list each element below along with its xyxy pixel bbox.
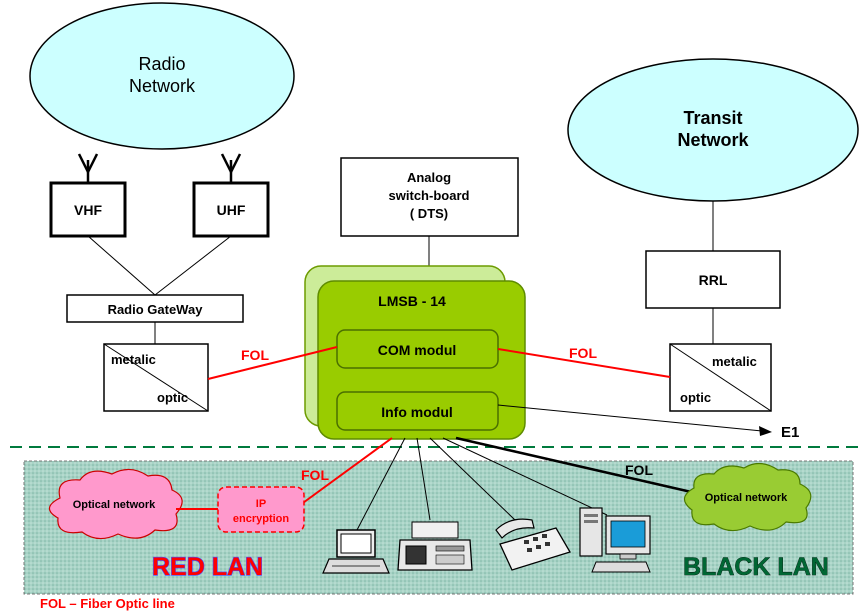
fol-link-right [497, 348, 671, 378]
switchboard-label-2: switch-board [389, 188, 470, 203]
vhf-gateway-link [87, 235, 156, 296]
right-converter-bottom-label: optic [680, 390, 711, 405]
right-converter: metalic optic [669, 343, 772, 412]
uhf-gateway-link [154, 235, 232, 296]
fol-link-left [207, 346, 338, 380]
uhf-box: UHF [192, 181, 270, 238]
rrl-box: RRL [645, 250, 781, 309]
fol-red-lan-label: FOL [301, 467, 329, 483]
lmsb-14-device: LMSB - 14 COM modul Info modul [304, 265, 526, 440]
info-module-box [336, 391, 499, 431]
ip-encryption-label-2: encryption [233, 513, 290, 525]
laptop-icon [322, 529, 390, 574]
fol-black-lan-label: FOL [625, 462, 653, 478]
optical-network-right-cloud: Optical network [683, 462, 812, 532]
ip-encryption-box: IP encryption [217, 486, 305, 533]
transit-network-label-2: Network [677, 130, 749, 150]
transit-network-cloud: Transit Network [567, 58, 859, 202]
fol-legend: FOL – Fiber Optic line [40, 596, 175, 611]
desktop-computer-icon [579, 507, 651, 573]
optical-network-left-cloud: Optical network [48, 468, 183, 540]
radio-network-label-1: Radio [138, 54, 185, 74]
optical-network-left-label: Optical network [73, 499, 156, 511]
ip-encryption-label-1: IP [256, 498, 266, 510]
fax-machine-icon [397, 521, 473, 571]
radio-gateway-label: Radio GateWay [108, 302, 204, 317]
com-module-label: COM modul [378, 342, 457, 358]
vhf-label: VHF [74, 202, 102, 218]
red-lan-label: RED LAN [152, 553, 263, 581]
fol-right-label: FOL [569, 345, 597, 361]
black-lan-label: BLACK LAN [683, 553, 829, 581]
optical-network-right-label: Optical network [705, 492, 788, 504]
lan-device-links [356, 437, 608, 531]
lmsb-title: LMSB - 14 [378, 293, 446, 309]
left-converter-top-label: metalic [111, 352, 156, 367]
fol-left-label: FOL [241, 347, 269, 363]
switchboard-label-1: Analog [407, 170, 451, 185]
left-converter-bottom-label: optic [157, 390, 188, 405]
rrl-label: RRL [699, 272, 728, 288]
info-module-label: Info modul [381, 404, 453, 420]
radio-network-label-2: Network [129, 76, 196, 96]
left-converter: metalic optic [103, 343, 209, 412]
e1-label: E1 [781, 424, 799, 441]
radio-gateway-box: Radio GateWay [66, 294, 244, 323]
fol-link-black-lan [455, 436, 701, 496]
switchboard-label-3: ( DTS) [410, 206, 448, 221]
e1-link: E1 [497, 404, 799, 441]
uhf-label: UHF [217, 202, 246, 218]
transit-network-label-1: Transit [683, 108, 742, 128]
radio-network-cloud: Radio Network [29, 2, 295, 150]
fol-link-red-lan [295, 437, 393, 509]
switchboard-box: Analog switch-board ( DTS) [340, 157, 519, 237]
telephone-icon [495, 518, 571, 571]
vhf-antenna-icon [77, 153, 99, 183]
right-converter-top-label: metalic [712, 354, 757, 369]
uhf-antenna-icon [220, 153, 242, 183]
vhf-box: VHF [49, 181, 127, 238]
